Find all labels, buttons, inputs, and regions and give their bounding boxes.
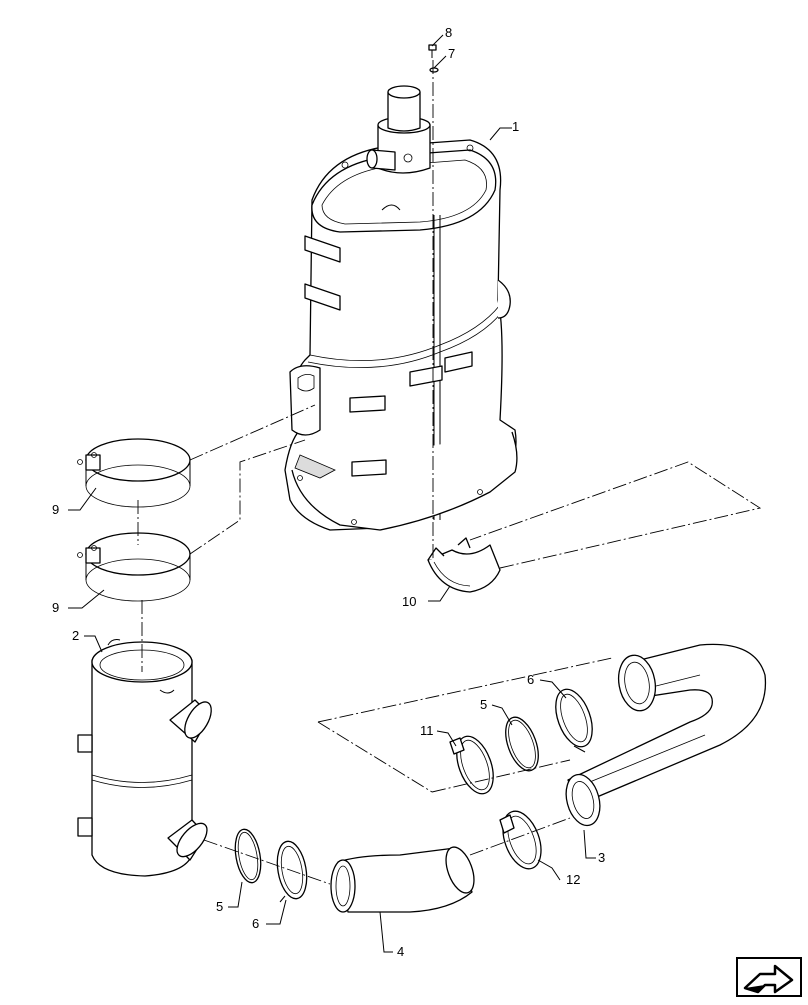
part-1-muffler (284, 85, 518, 531)
callout-6: 6 (527, 672, 534, 687)
callout-9: 9 (52, 502, 59, 517)
part-2-cylinder (77, 639, 212, 877)
part-9-clamp-band-lower (77, 532, 191, 602)
part-4-elbow-pipe (330, 846, 475, 913)
part-10-saddle-bracket (427, 537, 501, 593)
next-page-arrow-icon (743, 964, 794, 994)
assembly-centerlines (137, 60, 762, 885)
part-5-ring-lower (234, 828, 262, 884)
callout-labels: 8 7 1 9 9 2 10 6 5 11 3 12 5 6 4 (52, 25, 605, 959)
callout-11: 11 (420, 723, 434, 738)
part-3-u-pipe (565, 643, 767, 827)
callout-3: 3 (598, 850, 605, 865)
part-12-clamp (499, 810, 542, 870)
callout-6: 6 (252, 916, 259, 931)
next-page-button[interactable] (736, 957, 802, 997)
part-8-bolt (428, 44, 437, 58)
callout-12: 12 (566, 872, 580, 887)
callout-1: 1 (512, 119, 519, 134)
part-6-clamp-upper (555, 688, 593, 753)
part-11-clamp (449, 735, 494, 795)
part-7-washer (429, 67, 439, 73)
callout-4: 4 (397, 944, 404, 959)
part-6-clamp-lower (276, 840, 308, 903)
callout-2: 2 (72, 628, 79, 643)
callout-8: 8 (445, 25, 452, 40)
part-5-ring-upper (505, 716, 539, 772)
callout-5: 5 (216, 899, 223, 914)
callout-9: 9 (52, 600, 59, 615)
part-9-clamp-band-upper (77, 438, 191, 508)
callout-7: 7 (448, 46, 455, 61)
callout-5: 5 (480, 697, 487, 712)
leader-lines (68, 34, 596, 953)
callout-10: 10 (402, 594, 416, 609)
